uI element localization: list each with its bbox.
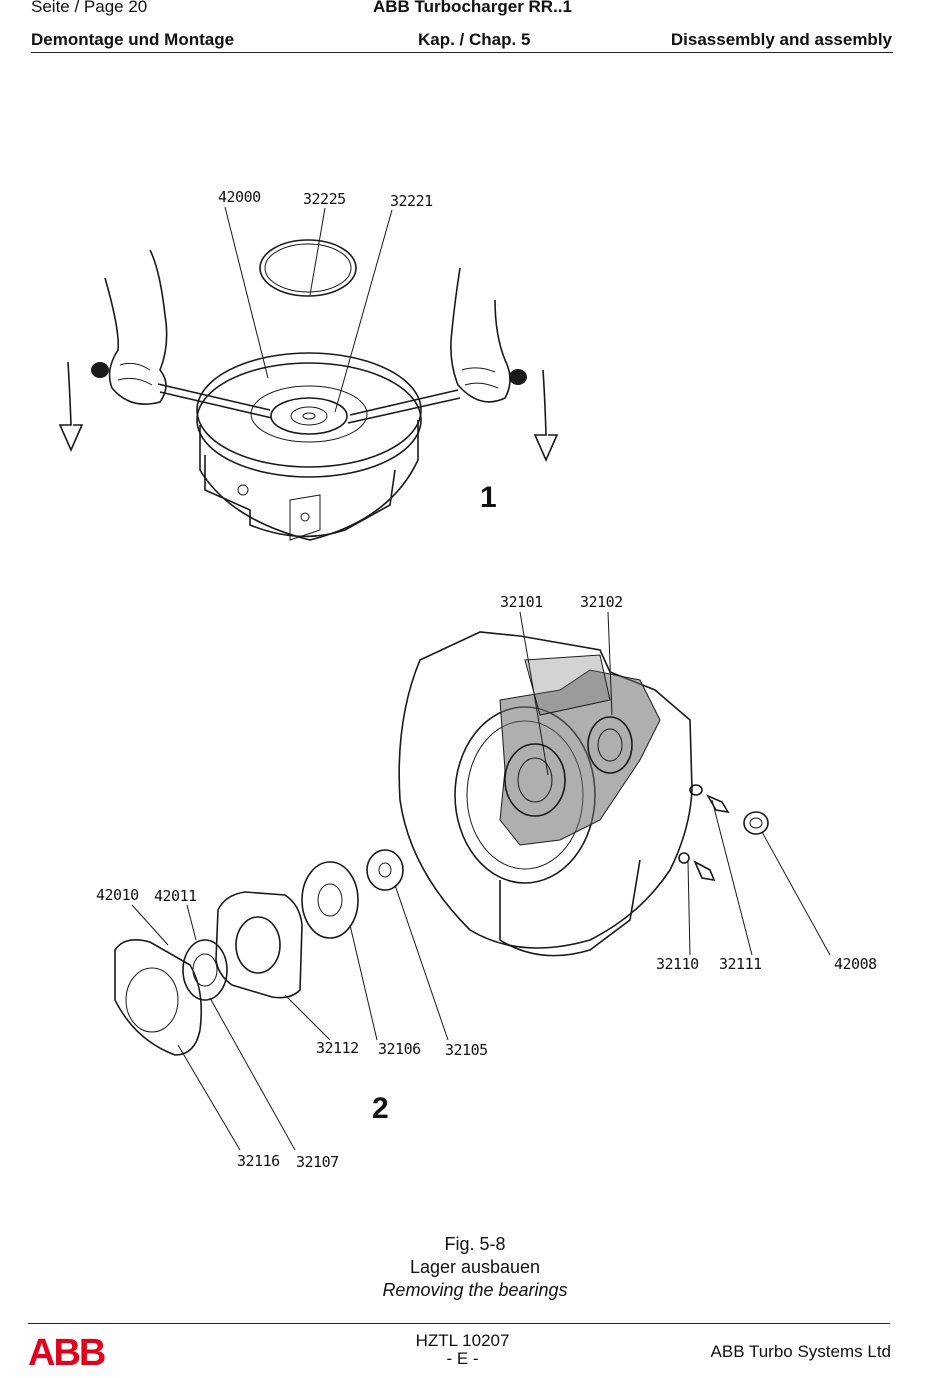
figure-title-de: Lager ausbauen — [409, 1257, 541, 1277]
abb-logo: ABB — [28, 1332, 106, 1374]
step2-illustration — [114, 611, 831, 1151]
callout-32221: 32221 — [390, 192, 433, 210]
callout-32106: 32106 — [378, 1040, 421, 1058]
callout-32112: 32112 — [316, 1039, 359, 1057]
edition-label: - E - — [446, 1349, 479, 1368]
footer-rule — [28, 1323, 890, 1324]
document-id: HZTL 10207 — [415, 1331, 510, 1350]
callout-32110: 32110 — [656, 955, 699, 973]
step-2-number: 2 — [372, 1092, 389, 1125]
callout-32101: 32101 — [500, 593, 543, 611]
callout-42010: 42010 — [96, 886, 139, 904]
callout-32111: 32111 — [719, 955, 762, 973]
header-rule — [31, 52, 893, 53]
callout-32107: 32107 — [296, 1153, 339, 1171]
document-title: ABB Turbocharger RR..1 — [373, 0, 572, 16]
page-number: Seite / Page 20 — [31, 0, 148, 16]
callout-42008: 42008 — [834, 955, 877, 973]
section-title-de: Demontage und Montage — [31, 30, 235, 49]
step-1-number: 1 — [480, 481, 497, 514]
callout-32105: 32105 — [445, 1041, 488, 1059]
callout-42000: 42000 — [218, 188, 261, 206]
figure-title-en: Removing the bearings — [382, 1280, 568, 1300]
step1-illustration — [58, 206, 559, 541]
callout-32225: 32225 — [303, 190, 346, 208]
callout-42011: 42011 — [154, 887, 197, 905]
section-title-en: Disassembly and assembly — [670, 30, 892, 49]
figure-number: Fig. 5-8 — [444, 1234, 506, 1254]
callout-32102: 32102 — [580, 593, 623, 611]
callout-32116: 32116 — [237, 1152, 280, 1170]
company-name: ABB Turbo Systems Ltd — [710, 1342, 891, 1361]
chapter-label: Kap. / Chap. 5 — [418, 30, 531, 49]
